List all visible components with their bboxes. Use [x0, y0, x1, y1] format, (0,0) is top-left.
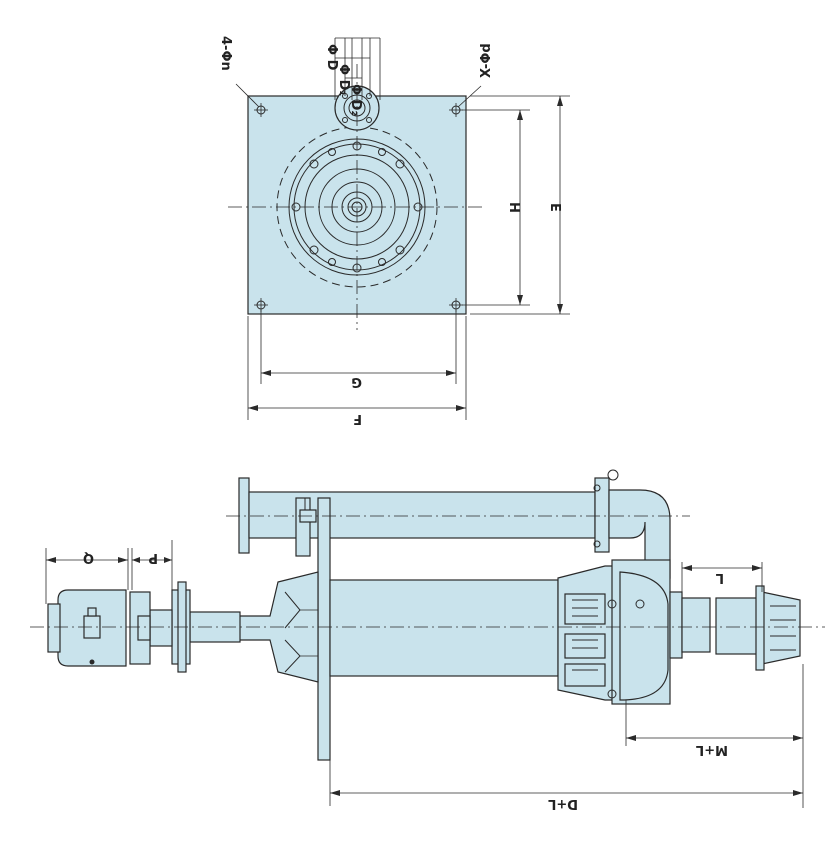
base-plate — [247, 95, 467, 315]
pump-column — [329, 579, 559, 677]
dim-ml — [625, 664, 804, 808]
dim-e — [470, 95, 570, 315]
diameter-leaders — [334, 37, 381, 100]
dim-f — [247, 316, 467, 420]
label-n-holes: 4-Φn — [218, 36, 233, 71]
label-ml: M+L — [696, 742, 728, 757]
dim-dl — [329, 760, 803, 806]
suction-cover — [669, 591, 711, 659]
coupling — [129, 591, 173, 665]
dim-p — [131, 540, 173, 590]
side-view: Q P L M+L — [30, 469, 825, 811]
leader-x-holes — [457, 85, 482, 108]
strainer — [715, 585, 801, 671]
dim-g — [260, 310, 457, 384]
top-view: Φ D Φ D₁ Φ D₂ 4-Φn X-Φd H E — [218, 36, 570, 426]
label-x-holes: X-Φd — [479, 43, 494, 78]
dim-l — [681, 562, 763, 592]
label-h: H — [506, 202, 521, 213]
label-e: E — [547, 203, 562, 212]
label-phi-d1: Φ D₁ — [336, 64, 351, 96]
label-dl: D+L — [548, 796, 578, 811]
label-phi-d2: Φ D₂ — [348, 84, 363, 116]
mounting-plate — [317, 497, 331, 761]
dim-h — [462, 109, 530, 306]
label-l: L — [716, 570, 724, 585]
label-g: G — [351, 374, 362, 389]
dim-q — [45, 548, 129, 604]
label-q: Q — [83, 550, 94, 565]
label-phi-d: Φ D — [324, 44, 339, 71]
mounting-holes — [254, 103, 463, 312]
pump-casing — [557, 559, 671, 705]
label-p: P — [148, 550, 158, 565]
label-f: F — [353, 411, 362, 426]
motor — [47, 589, 127, 667]
leader-n-holes — [235, 83, 260, 108]
